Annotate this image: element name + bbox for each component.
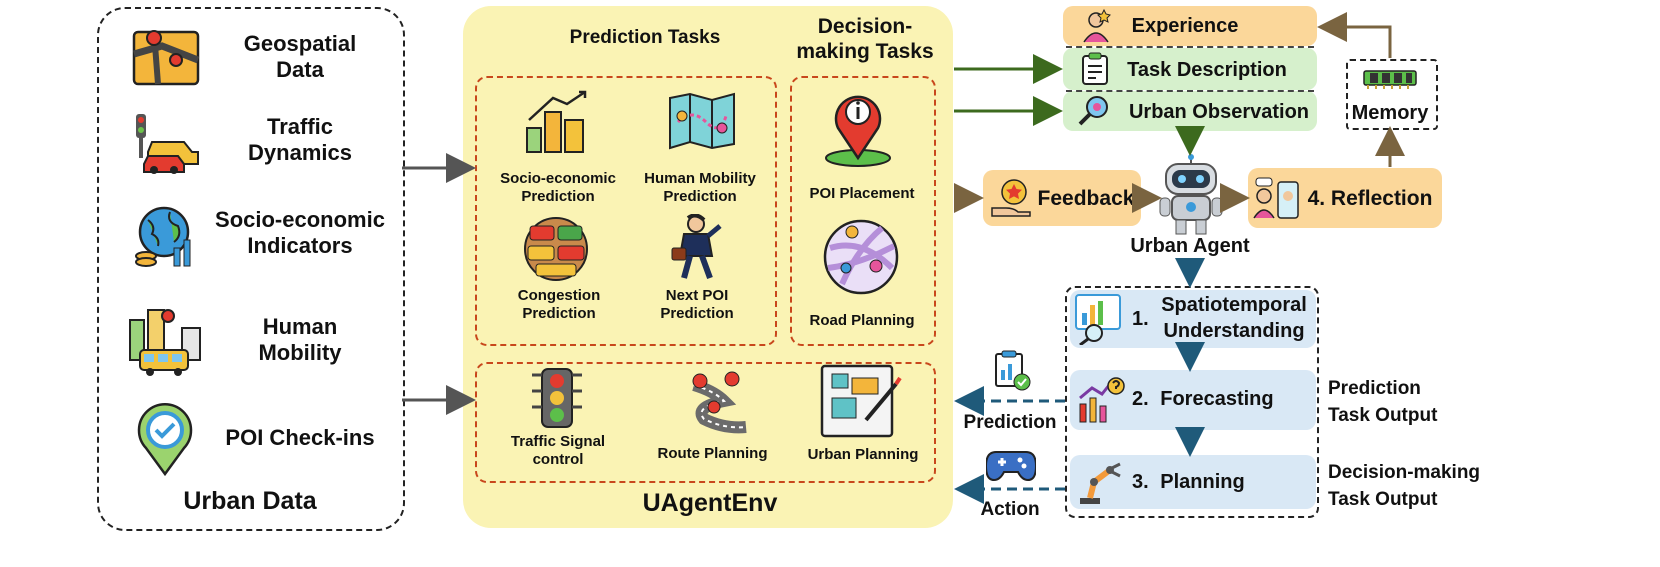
dec-out-line1: Decision-making — [1328, 462, 1481, 483]
step-planning-box — [1070, 455, 1316, 509]
robot-icon — [1159, 154, 1223, 235]
experience-divider — [1066, 46, 1314, 48]
step-planning-text: 3. Planning — [1132, 471, 1245, 494]
pred-out-line1: Prediction — [1328, 378, 1421, 399]
socio-line2: Indicators — [247, 233, 353, 259]
report-check-icon — [995, 350, 1031, 391]
memory-chip-icon — [1363, 70, 1417, 89]
mobility-line2: Mobility — [258, 340, 342, 366]
prediction-tasks-box — [475, 76, 777, 346]
step3-num: 3. — [1132, 471, 1149, 493]
prediction-label: Prediction — [963, 412, 1057, 433]
geospatial-line2: Data — [276, 57, 324, 83]
npp-line1: Next POI — [665, 287, 729, 304]
forecast-chart-icon — [1079, 377, 1125, 423]
dec-out-line2: Task Output — [1328, 488, 1438, 510]
geospatial-line1: Geospatial — [243, 31, 357, 56]
route-icon — [692, 371, 747, 434]
socio-economic-indicators-label: Socio-economic Indicators — [205, 207, 395, 260]
globe-coins-icon — [135, 206, 191, 267]
urban-data-title: Urban Data — [183, 487, 317, 515]
poi-placement-label: POI Placement — [809, 185, 915, 202]
location-check-icon — [137, 403, 193, 476]
step-forecasting-text: 2. Forecasting — [1132, 388, 1274, 411]
cp-line1: Congestion — [517, 287, 601, 304]
decision-header-line1: Decision- — [817, 15, 913, 38]
traveler-icon — [671, 214, 722, 280]
step2-num: 2. — [1132, 388, 1149, 410]
step1-line2: Understanding — [1163, 320, 1305, 342]
urban-data-panel — [97, 7, 405, 531]
next-poi-prediction-label: Next POI Prediction — [632, 287, 762, 323]
magnifier-icon — [1078, 96, 1108, 126]
road-network-icon — [823, 219, 899, 295]
memory-to-experience-arrow — [1317, 12, 1392, 58]
pred-out-line2: Task Output — [1328, 404, 1438, 426]
prediction-output-label: Prediction Task Output — [1328, 376, 1437, 429]
poi-checkins-line1: POI Check-ins — [225, 425, 375, 450]
traffic-jam-icon — [524, 217, 588, 281]
human-mobility-label: Human Mobility — [210, 314, 390, 367]
mirror-person-icon — [1253, 177, 1299, 219]
urban-observation-label: Urban Observation — [1128, 101, 1310, 123]
hmp-line2: Prediction — [663, 188, 737, 205]
feedback-label: Feedback — [1037, 187, 1135, 210]
city-growth-icon — [526, 90, 587, 153]
map-icon — [132, 30, 200, 86]
city-bus-icon — [129, 309, 201, 376]
traffic-line2: Dynamics — [248, 140, 352, 166]
step1-num: 1. — [1132, 308, 1149, 330]
congestion-prediction-label: Congestion Prediction — [496, 287, 622, 323]
gamepad-icon — [986, 451, 1036, 482]
urban-agent-label: Urban Agent — [1130, 235, 1250, 257]
poi-checkins-label: POI Check-ins — [205, 425, 395, 451]
sep-line1: Socio-economic — [500, 170, 616, 187]
cp-line2: Prediction — [522, 305, 596, 322]
route-planning-label: Route Planning — [657, 445, 768, 462]
clipboard-icon — [1082, 52, 1108, 85]
step1-line1: Spatiotemporal — [1161, 294, 1307, 316]
decision-output-label: Decision-making Task Output — [1328, 460, 1480, 513]
urban-planning-label: Urban Planning — [807, 446, 919, 463]
geospatial-data-label: Geospatial Data — [210, 31, 390, 84]
uagentenv-title: UAgentEnv — [642, 489, 778, 517]
step3-line1: Planning — [1160, 471, 1245, 493]
decision-tasks-box — [790, 76, 936, 346]
traffic-light-icon — [532, 368, 582, 428]
human-mobility-prediction-label: Human Mobility Prediction — [630, 170, 770, 206]
blueprint-icon — [820, 364, 902, 438]
mobility-line1: Human — [262, 314, 338, 339]
reflection-label: 4. Reflection — [1307, 187, 1433, 210]
traffic-line1: Traffic — [266, 114, 334, 139]
tsc-line1: Traffic Signal — [510, 433, 606, 450]
experience-label: Experience — [1131, 15, 1239, 37]
traffic-cars-icon — [136, 114, 199, 174]
folded-map-icon — [669, 92, 735, 150]
robot-arm-icon — [1080, 462, 1121, 504]
analytics-icon — [1075, 294, 1121, 345]
socio-line1: Socio-economic — [215, 207, 385, 232]
tsc-line2: control — [532, 451, 584, 468]
decision-header-line2: making Tasks — [796, 40, 934, 64]
npp-line2: Prediction — [660, 305, 734, 322]
action-label: Action — [980, 499, 1040, 520]
hmp-line1: Human Mobility — [644, 170, 756, 187]
sep-line2: Prediction — [521, 188, 595, 205]
task-description-label: Task Description — [1127, 59, 1287, 81]
hand-star-icon — [991, 179, 1031, 217]
map-pin-icon — [825, 95, 891, 167]
memory-label: Memory — [1351, 102, 1429, 124]
traffic-dynamics-label: Traffic Dynamics — [210, 114, 390, 167]
prediction-tasks-header: Prediction Tasks — [569, 27, 721, 48]
road-planning-label: Road Planning — [809, 312, 915, 329]
traffic-signal-control-label: Traffic Signal control — [488, 433, 628, 469]
step2-line1: Forecasting — [1160, 388, 1274, 410]
person-icon — [1083, 8, 1111, 43]
socio-economic-prediction-label: Socio-economic Prediction — [493, 170, 623, 206]
observation-divider — [1066, 90, 1314, 92]
bottom-tasks-box — [475, 362, 936, 483]
decision-tasks-header: Decision- making Tasks — [790, 14, 940, 64]
